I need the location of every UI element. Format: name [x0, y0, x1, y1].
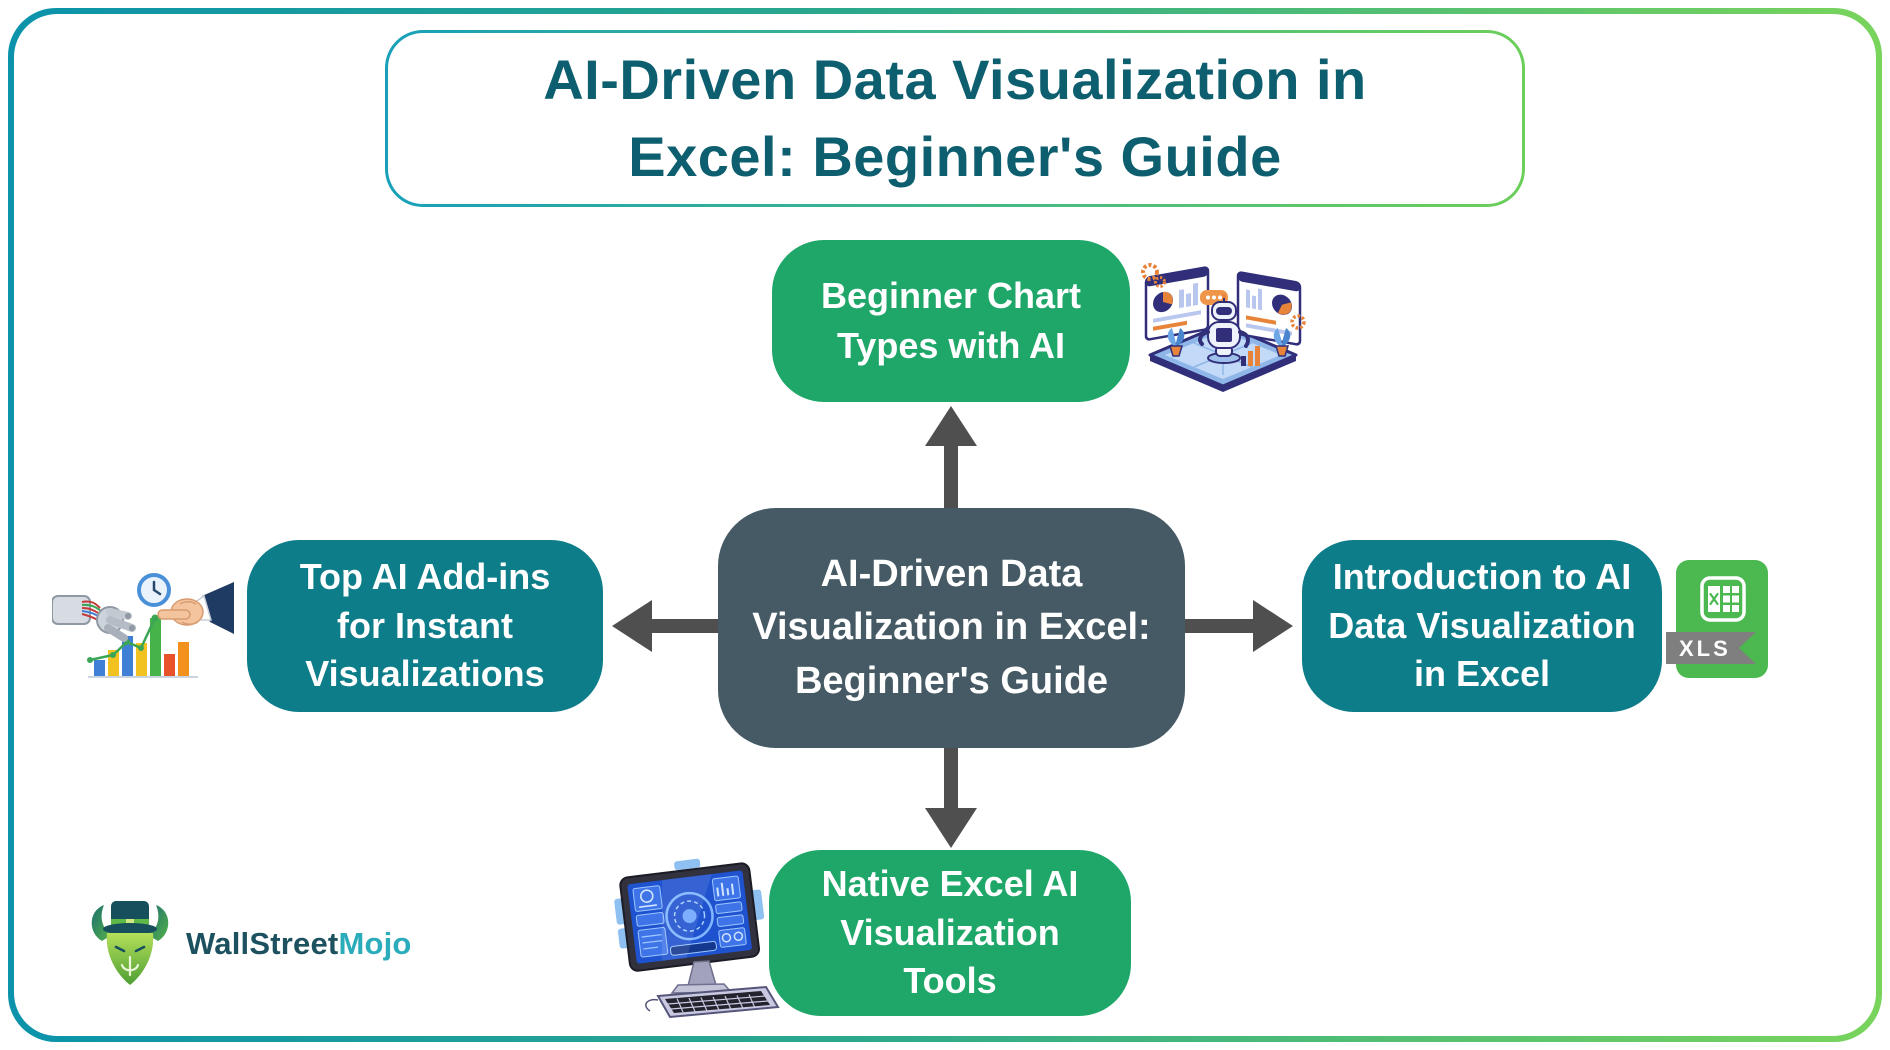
- page-title-line-2: Excel: Beginner's Guide: [628, 124, 1282, 188]
- title-banner: AI-Driven Data Visualization in Excel: B…: [385, 30, 1525, 207]
- center-node-label-line-2: Visualization in Excel:: [752, 606, 1151, 649]
- page-title-line-1: AI-Driven Data Visualization in: [543, 48, 1367, 112]
- wordmark-mojo: Mojo: [338, 926, 412, 961]
- wordmark-wallstreet: WallStreet: [186, 926, 339, 961]
- center-node-label-line-3: Beginner's Guide: [794, 659, 1109, 702]
- robot-analytics-dashboard-illustration-icon: [1141, 263, 1306, 392]
- wallstreetmojo-logo: WallStreetMojo: [86, 896, 412, 992]
- node-top-ai-addins: Top AI Add-ins for Instant Visualization…: [247, 540, 603, 712]
- top-node-label-line-1: Beginner Chart: [820, 275, 1082, 317]
- bottom-node-label-line-2: Visualization: [840, 911, 1060, 953]
- left-node-label-line-1: Top AI Add-ins: [299, 555, 551, 597]
- xls-badge-label: XLS: [1679, 636, 1731, 661]
- node-native-excel-ai-tools: Native Excel AI Visualization Tools: [769, 850, 1131, 1016]
- wallstreetmojo-bull-icon: [91, 901, 169, 985]
- right-node-label-line-1: Introduction to AI: [1332, 555, 1632, 597]
- left-node-label-line-2: for Instant: [337, 604, 513, 646]
- bottom-node-label-line-3: Tools: [903, 960, 997, 1002]
- top-node-label-line-2: Types with AI: [836, 325, 1066, 366]
- robot-hand-human-hand-bar-chart-illustration-icon: [52, 573, 234, 678]
- center-node-label-line-1: AI-Driven Data: [820, 553, 1083, 596]
- node-beginner-chart-types: Beginner Chart Types with AI: [772, 240, 1130, 402]
- left-node-label-line-3: Visualizations: [305, 653, 545, 695]
- desktop-computer-dashboard-illustration-icon: [614, 858, 780, 1019]
- bottom-node-label-line-1: Native Excel AI: [821, 862, 1079, 904]
- title-banner-inner: AI-Driven Data Visualization in Excel: B…: [388, 33, 1522, 204]
- right-node-label-line-3: in Excel: [1413, 653, 1551, 695]
- node-intro-ai-data-viz: Introduction to AI Data Visualization in…: [1302, 540, 1662, 712]
- right-node-label-line-2: Data Visualization: [1328, 604, 1636, 646]
- xls-file-icon: XLS: [1666, 560, 1768, 678]
- wallstreetmojo-wordmark: WallStreetMojo: [186, 926, 412, 962]
- center-node: AI-Driven Data Visualization in Excel: B…: [718, 508, 1185, 748]
